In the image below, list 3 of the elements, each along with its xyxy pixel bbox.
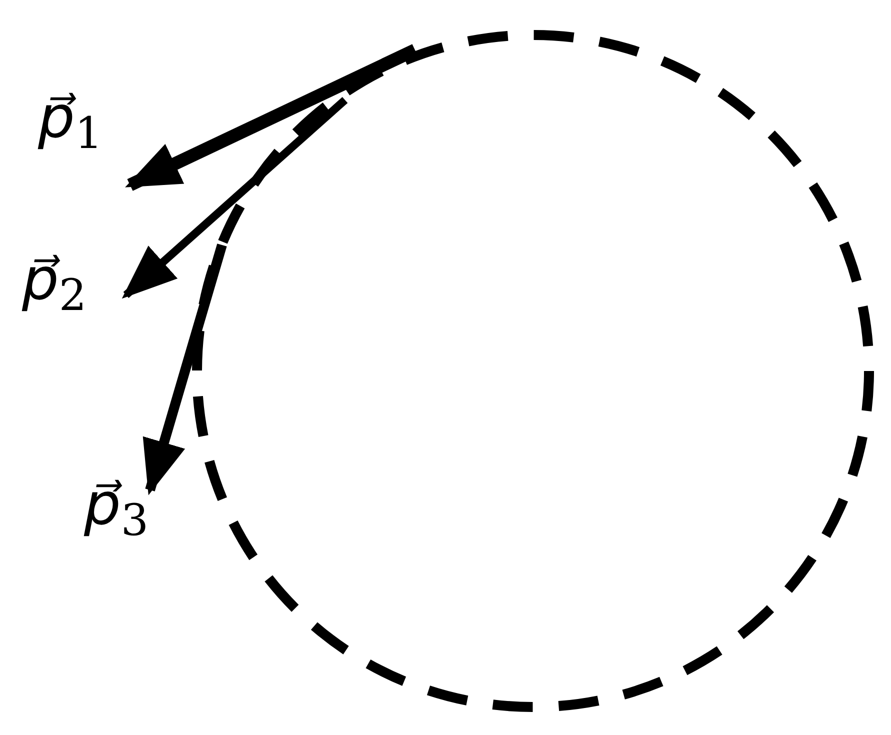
vector-label: p⃗$_{1}$ [38, 88, 103, 156]
vector-label: p⃗$_{3}$ [84, 475, 149, 544]
vector-label: p⃗$_{2}$ [22, 250, 87, 318]
